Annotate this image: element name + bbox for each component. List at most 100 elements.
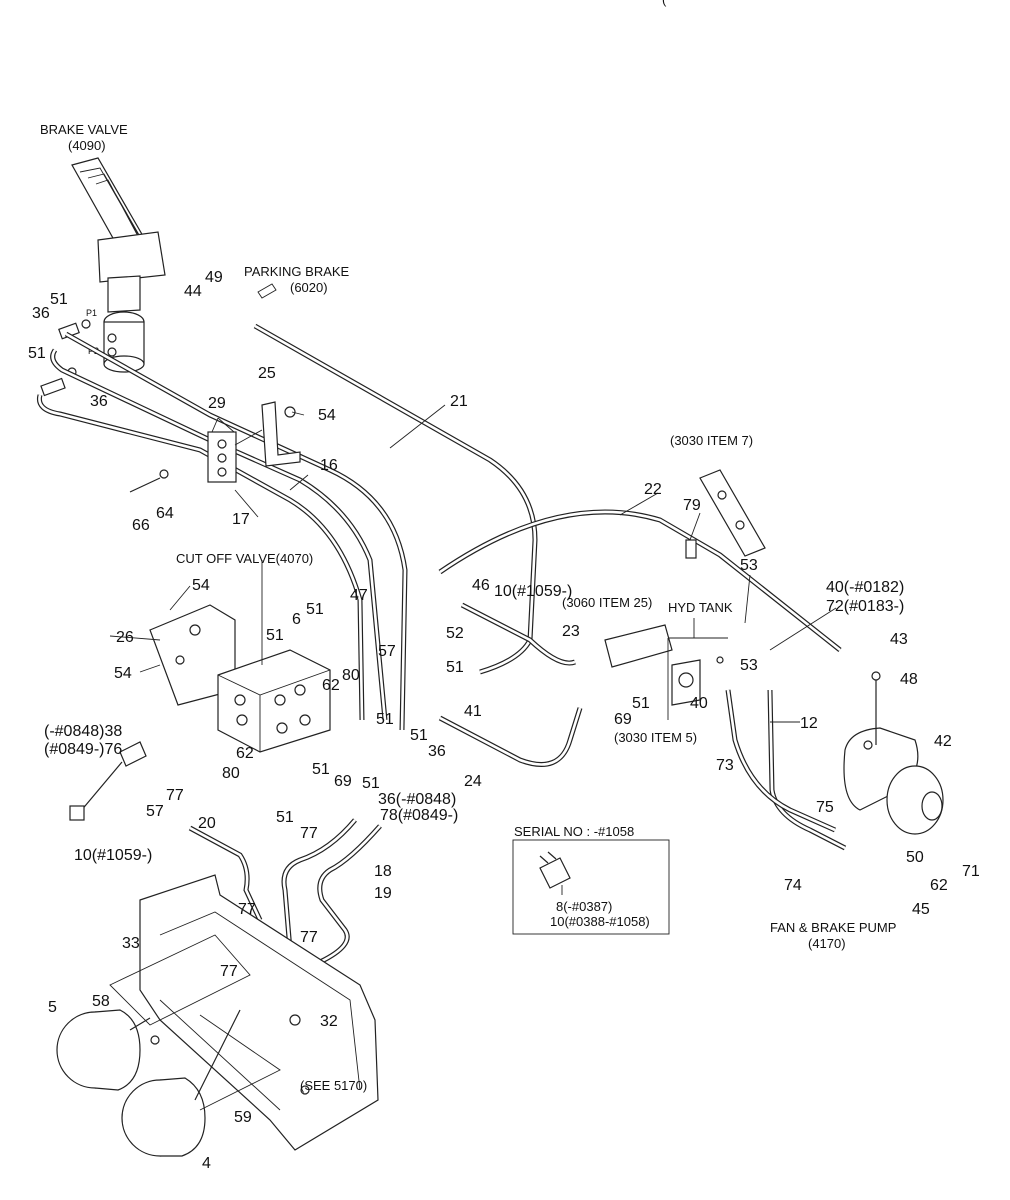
callout: 40(-#0182) [826,579,904,596]
callout: 51 [50,291,68,308]
callout: 26 [116,629,134,646]
callout: 6 [292,611,301,628]
callout: 5 [48,999,57,1016]
cut-off-valve-label: CUT OFF VALVE(4070) [176,551,313,566]
callout: 18 [374,863,392,880]
callout: 51 [312,761,330,778]
serial-pressure-switch-icon [539,851,571,895]
callout: 36 [32,305,50,322]
brake-valve-pedal-icon [71,157,166,373]
parking-brake-ref: (6020) [290,280,328,295]
ref-3030-item5: (3030 ITEM 5) [614,730,697,745]
callout: 77 [300,825,318,842]
callout: 43 [890,631,908,648]
callout: 21 [450,393,468,410]
ref-3030-item7: (3030 ITEM 7) [670,433,753,448]
callout: 53 [740,657,758,674]
callout: 19 [374,885,392,902]
callout: 4 [202,1155,211,1172]
serial-box-title: SERIAL NO : -#1058 [514,824,634,839]
callout: 51 [28,345,46,362]
callout: 77 [220,963,238,980]
callout: 51 [276,809,294,826]
brake-valve-ref: (4090) [68,138,106,153]
callout: 46 [472,577,490,594]
callout: 53 [740,557,758,574]
callout: 51 [632,695,650,712]
accumulator-icon [56,1009,206,1157]
callout: 54 [114,665,132,682]
callout: 23 [562,623,580,640]
callout: 48 [900,671,918,688]
ref-3060-item25: (3060 ITEM 25) [562,595,652,610]
accumulator-mount-plate [139,874,379,1151]
callout: 52 [446,625,464,642]
brake-valve-label: BRAKE VALVE [40,122,128,137]
callout: 33 [122,935,140,952]
callout: 51 [362,775,380,792]
hose-clamp-29 [207,431,237,483]
callout: 47 [350,587,368,604]
callout: 50 [906,849,924,866]
cut-off-valve-block-icon [149,604,331,753]
callout: 12 [800,715,818,732]
port-p1-label: P1 [86,308,97,318]
callout: 80 [222,765,240,782]
callout: 42 [934,733,952,750]
callout: 16 [320,457,338,474]
fan-brake-pump-icon [843,727,944,835]
callout: 36 [428,743,446,760]
callout: 57 [146,803,164,820]
callout: 44 [184,283,202,300]
callout: 10(#1059-) [494,583,572,600]
callout: 75 [816,799,834,816]
callout: 49 [205,269,223,286]
callout: 77 [166,787,184,804]
brake-valve-fittings [40,319,91,397]
bracket-25 [261,401,301,467]
callout: 36(-#0848) [378,791,456,808]
callout: 74 [784,877,802,894]
callout: 78(#0849-) [380,807,458,824]
callout: 22 [644,481,662,498]
leader-lines [109,404,837,1111]
callout: 24 [464,773,482,790]
callout: 45 [912,901,930,918]
callout: 59 [234,1109,252,1126]
callout: 66 [132,517,150,534]
callout: 36 [90,393,108,410]
callout: (-#0848)38 [44,723,122,740]
callout: 17 [232,511,250,528]
callout: 54 [192,577,210,594]
callout: 64 [156,505,174,522]
callout: 51 [376,711,394,728]
callout: 62 [236,745,254,762]
callout: 51 [266,627,284,644]
callout: 80 [342,667,360,684]
parking-brake-label: PARKING BRAKE [244,264,350,279]
callout: 29 [208,395,226,412]
callout: 51 [306,601,324,618]
callout: 62 [930,877,948,894]
fan-brake-pump-ref: (4170) [808,936,846,951]
header-fragment: ( [662,0,667,7]
callout: (#0849-)76 [44,741,122,758]
tank-bracket-3030-item7 [699,469,766,557]
fan-brake-pump-label: FAN & BRAKE PUMP [770,920,896,935]
pressure-switch-icon [69,741,147,821]
callout: 73 [716,757,734,774]
callout: 51 [446,659,464,676]
callout: 32 [320,1013,338,1030]
callout: 58 [92,993,110,1010]
see-5170-label: (SEE 5170) [300,1078,367,1093]
callout: 62 [322,677,340,694]
callout: 69 [334,773,352,790]
callout-numbers: 51 36 51 36 29 25 54 21 44 49 16 17 66 6… [28,269,980,1172]
callout: 71 [962,863,980,880]
callout: 25 [258,365,276,382]
callout: 77 [238,901,256,918]
callout: 72(#0183-) [826,598,904,615]
callout: 10(#1059-) [74,847,152,864]
callout: 51 [410,727,428,744]
